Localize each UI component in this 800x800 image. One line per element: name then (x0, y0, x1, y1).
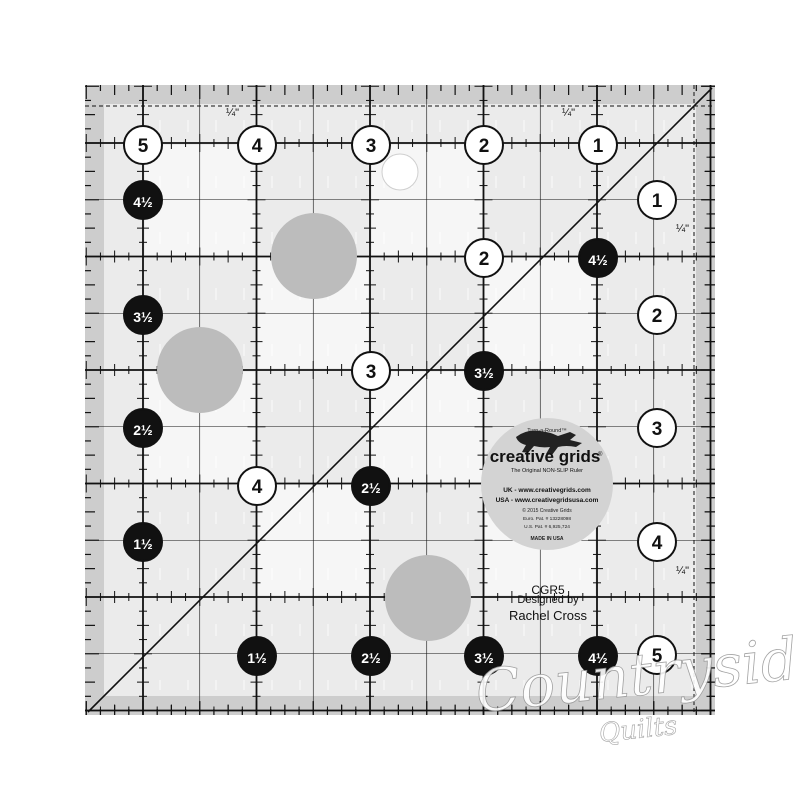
marker-right-5: 5 (652, 646, 663, 667)
quarter-mark-top-right: ¼" (562, 107, 575, 119)
marker-left-half-0: 1½ (133, 536, 153, 552)
grip-dot (385, 555, 471, 641)
turn-hole (381, 153, 419, 191)
brand-badge-circle (481, 418, 613, 550)
model-info: CGR5 Designed by Rachel Cross (509, 583, 588, 623)
marker-inner-2-half-circle (351, 466, 391, 506)
marker-inner-3-half-circle (464, 351, 504, 391)
marker-bottom-half-2-circle (464, 636, 504, 676)
marker-inner-4-circle (237, 466, 277, 506)
marker-right-2-circle (637, 295, 677, 335)
marker-left-half-2-circle (123, 295, 163, 335)
marker-top-1-circle (578, 125, 618, 165)
fox-logo-icon (516, 430, 582, 455)
badge-subtitle: The Original NON-SLIP Ruler (511, 468, 583, 474)
quarter-mark-top-left: ¼" (226, 107, 239, 119)
watermark-line2: Quilts (598, 711, 679, 749)
badge-tagline: Turn-a-Round™ (527, 428, 567, 434)
marker-left-half-3-circle (123, 180, 163, 220)
marker-inner-4: 4 (252, 477, 263, 498)
designed-by-label: Designed by (517, 594, 579, 606)
marker-left-half-3: 4½ (133, 194, 153, 210)
marker-top-2: 2 (479, 136, 490, 157)
marker-inner-2-circle (464, 238, 504, 278)
marker-right-4-circle (637, 522, 677, 562)
badge-euro-patent: Euro. Pat. # 13228098 (523, 516, 571, 522)
badge-made-in: MADE IN USA (530, 536, 563, 542)
grip-dot (157, 327, 243, 413)
marker-bottom-half-2: 3½ (474, 650, 494, 666)
marker-top-4-circle (237, 125, 277, 165)
marker-right-3-circle (637, 408, 677, 448)
marker-inner-3-half: 3½ (474, 365, 494, 381)
badge-brand: creative grids (490, 447, 601, 466)
marker-top-3-circle (351, 125, 391, 165)
marker-inner-2-half: 2½ (361, 480, 381, 496)
quarter-inch-marks: ¼" ¼" ¼" ¼" (226, 107, 689, 577)
grip-dots (157, 213, 471, 641)
marker-left-half-0-circle (123, 522, 163, 562)
badge-usa-url: USA - www.creativegridsusa.com (496, 497, 599, 504)
marker-right-3: 3 (652, 419, 663, 440)
marker-inner-4-half: 4½ (588, 252, 608, 268)
marker-bottom-half-3: 4½ (588, 650, 608, 666)
marker-bottom-half-0-circle (237, 636, 277, 676)
marker-right-4: 4 (652, 533, 663, 554)
marker-left-half-1-circle (123, 408, 163, 448)
badge-copyright: © 2015 Creative Grids (522, 507, 572, 514)
marker-top-5: 5 (138, 136, 149, 157)
marker-bottom-half-3-circle (578, 636, 618, 676)
marker-bottom-half-1: 2½ (361, 650, 381, 666)
marker-right-5-circle (637, 635, 677, 675)
badge-registered: ® (598, 451, 603, 458)
marker-top-3: 3 (366, 136, 377, 157)
marker-left-half-1: 2½ (133, 422, 153, 438)
marker-inner-3: 3 (366, 362, 377, 383)
number-markers: 5 4 3 2 1 1 2 3 4 5 4½ 3½ 2½ 1½ 1½ 2½ 3½ 4½ 2 4½ 3 3½ 4 2½ (123, 125, 677, 676)
marker-bottom-half-0: 1½ (247, 650, 267, 666)
diagonal-45-line (87, 87, 713, 713)
quarter-mark-right-lower: ¼" (676, 565, 689, 577)
marker-right-1: 1 (652, 191, 663, 212)
marker-inner-4-half-circle (578, 238, 618, 278)
quarter-mark-right-upper: ¼" (676, 223, 689, 235)
marker-right-1-circle (637, 180, 677, 220)
designer-name: Rachel Cross (509, 608, 588, 623)
marker-inner-3-circle (351, 351, 391, 391)
marker-top-5-circle (123, 125, 163, 165)
marker-top-4: 4 (252, 136, 263, 157)
marker-top-1: 1 (593, 136, 604, 157)
badge-uk-url: UK - www.creativegrids.com (503, 487, 591, 494)
marker-right-2: 2 (652, 306, 663, 327)
brand-badge: Turn-a-Round™ creative grids ® The Origi… (481, 418, 613, 550)
marker-bottom-half-1-circle (351, 636, 391, 676)
badge-us-patent: U.S. Pat. # 6,925,724 (524, 524, 570, 530)
marker-top-2-circle (464, 125, 504, 165)
model-number: CGR5 (531, 583, 565, 597)
marker-left-half-2: 3½ (133, 309, 153, 325)
grip-dot (271, 213, 357, 299)
marker-inner-2: 2 (479, 249, 490, 270)
